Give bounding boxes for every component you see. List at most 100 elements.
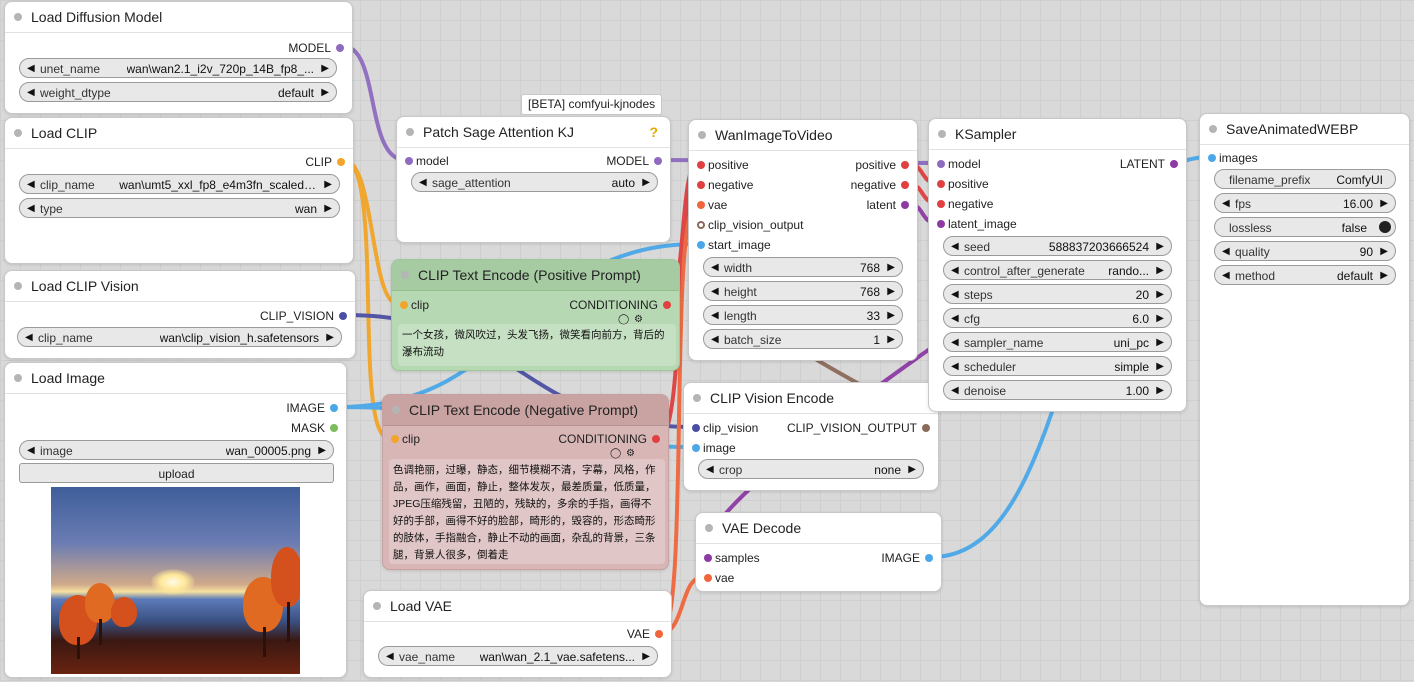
arrow-right-icon[interactable]: ▶ [1156,361,1164,372]
arrow-right-icon[interactable]: ▶ [642,651,650,662]
slot-dot-icon[interactable] [339,312,347,320]
slot-dot-icon[interactable] [937,180,945,188]
input-clip[interactable]: clip [400,296,429,314]
node-title[interactable]: VAE Decode [696,513,941,544]
arrow-left-icon[interactable]: ◀ [25,332,33,343]
arrow-right-icon[interactable]: ▶ [1156,337,1164,348]
output-mask[interactable]: MASK [291,419,338,437]
arrow-left-icon[interactable]: ◀ [1222,198,1230,209]
arrow-right-icon[interactable]: ▶ [887,286,895,297]
arrow-left-icon[interactable]: ◀ [711,310,719,321]
arrow-left-icon[interactable]: ◀ [27,179,35,190]
collapse-dot-icon[interactable] [14,129,22,137]
arrow-right-icon[interactable]: ▶ [326,332,334,343]
output-latent[interactable]: LATENT [1120,155,1178,173]
arrow-left-icon[interactable]: ◀ [951,289,959,300]
arrow-left-icon[interactable]: ◀ [711,262,719,273]
input-vae[interactable]: vae [697,196,727,214]
input-start-image[interactable]: start_image [697,236,771,254]
arrow-left-icon[interactable]: ◀ [711,334,719,345]
arrow-right-icon[interactable]: ▶ [887,310,895,321]
slot-dot-icon[interactable] [1208,154,1216,162]
arrow-left-icon[interactable]: ◀ [386,651,394,662]
slot-dot-icon[interactable] [330,404,338,412]
arrow-right-icon[interactable]: ▶ [1156,313,1164,324]
output-conditioning[interactable]: CONDITIONING [569,296,671,314]
node-title[interactable]: CLIP Text Encode (Positive Prompt) [392,260,679,291]
node-title[interactable]: CLIP Vision Encode [684,383,938,414]
arrow-right-icon[interactable]: ▶ [642,177,650,188]
collapse-dot-icon[interactable] [1209,125,1217,133]
arrow-left-icon[interactable]: ◀ [711,286,719,297]
arrow-left-icon[interactable]: ◀ [27,445,35,456]
node-title[interactable]: CLIP Text Encode (Negative Prompt) [383,395,668,426]
arrow-left-icon[interactable]: ◀ [706,464,714,475]
gear-icon[interactable]: ⚙ [626,448,635,459]
output-image[interactable]: IMAGE [286,399,338,417]
slot-ring-icon[interactable] [697,221,705,229]
input-image[interactable]: image [692,439,736,457]
output-clip-vision-output[interactable]: CLIP_VISION_OUTPUT [787,419,930,437]
slot-dot-icon[interactable] [337,158,345,166]
node-title[interactable]: Load Image [5,363,346,394]
input-positive[interactable]: positive [697,156,749,174]
arrow-right-icon[interactable]: ▶ [318,445,326,456]
output-negative[interactable]: negative [851,176,909,194]
circle-icon[interactable]: ◯ [618,314,630,325]
collapse-dot-icon[interactable] [392,406,400,414]
collapse-dot-icon[interactable] [14,374,22,382]
slot-dot-icon[interactable] [901,201,909,209]
slot-dot-icon[interactable] [937,160,945,168]
output-clip[interactable]: CLIP [305,153,345,171]
collapse-dot-icon[interactable] [401,271,409,279]
collapse-dot-icon[interactable] [705,524,713,532]
slot-dot-icon[interactable] [697,161,705,169]
node-title[interactable]: Load Diffusion Model [5,2,352,33]
input-vae[interactable]: vae [704,569,734,587]
arrow-right-icon[interactable]: ▶ [324,179,332,190]
slot-dot-icon[interactable] [663,301,671,309]
slot-dot-icon[interactable] [655,630,663,638]
node-clip-text-encode-positive[interactable]: CLIP Text Encode (Positive Prompt) clip … [391,259,680,371]
positive-prompt-textarea[interactable]: 一个女孩，微风吹过，头发飞扬，微笑看向前方，背后的瀑布流动 [398,324,676,366]
slot-dot-icon[interactable] [697,241,705,249]
slot-dot-icon[interactable] [1170,160,1178,168]
slot-dot-icon[interactable] [692,444,700,452]
node-title[interactable]: SaveAnimatedWEBP [1200,114,1409,145]
arrow-right-icon[interactable]: ▶ [1380,198,1388,209]
arrow-right-icon[interactable]: ▶ [887,262,895,273]
circle-icon[interactable]: ◯ [610,448,622,459]
input-negative[interactable]: negative [697,176,753,194]
slot-dot-icon[interactable] [937,200,945,208]
collapse-dot-icon[interactable] [938,130,946,138]
node-title[interactable]: Load VAE [364,591,671,622]
slot-dot-icon[interactable] [901,181,909,189]
slot-dot-icon[interactable] [697,181,705,189]
slot-dot-icon[interactable] [692,424,700,432]
slot-dot-icon[interactable] [925,554,933,562]
slot-dot-icon[interactable] [336,44,344,52]
output-clip-vision[interactable]: CLIP_VISION [260,307,347,325]
slot-dot-icon[interactable] [704,554,712,562]
arrow-left-icon[interactable]: ◀ [951,313,959,324]
arrow-right-icon[interactable]: ▶ [887,334,895,345]
input-clip-vision[interactable]: clip_vision [692,419,758,437]
arrow-right-icon[interactable]: ▶ [908,464,916,475]
